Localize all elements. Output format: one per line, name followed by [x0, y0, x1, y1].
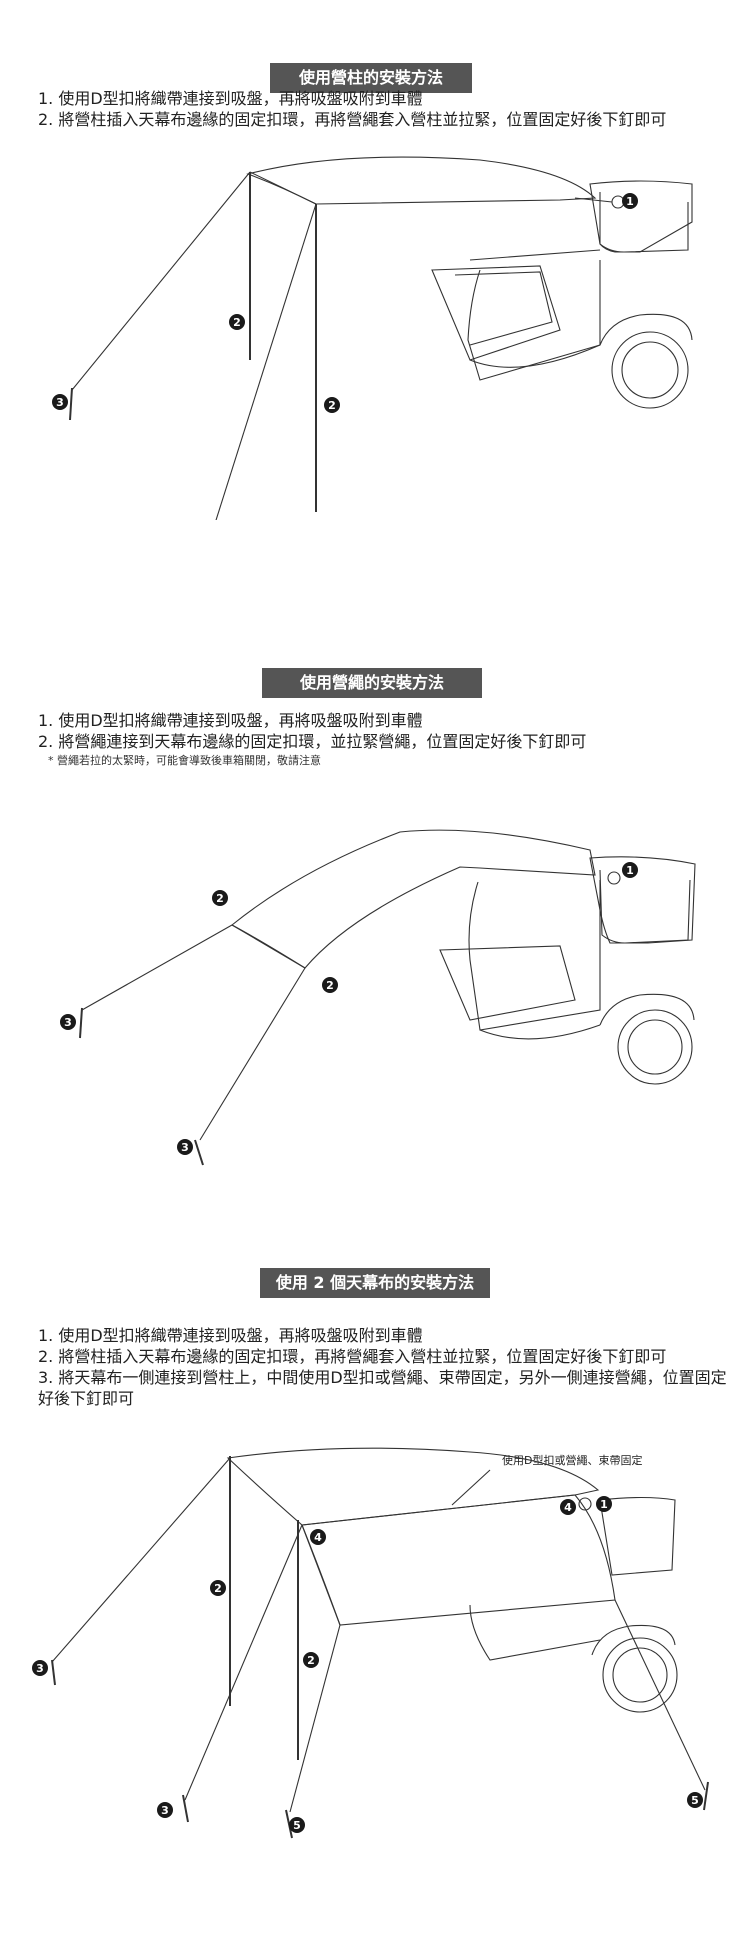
instruction-step: 2. 將營柱插入天幕布邊緣的固定扣環，再將營繩套入營柱並拉緊，位置固定好後下釘即… [38, 1347, 667, 1366]
car-outline [589, 180, 693, 253]
instruction-step: 3. 將天幕布一側連接到營柱上，中間使用D型扣或營繩、束帶固定，另外一側連接營繩… [38, 1368, 727, 1408]
instruction-step: 2. 將營繩連接到天幕布邊緣的固定扣環，並拉緊營繩，位置固定好後下釘即可 [38, 732, 587, 751]
double-tarp-diagram: 使用D型扣或營繩、束帶固定 1 2 2 3 3 [32, 1447, 709, 1839]
svg-text:4: 4 [314, 1531, 322, 1544]
canopy-outline [246, 156, 597, 205]
svg-text:3: 3 [161, 1804, 169, 1817]
instruction-list: 1. 使用D型扣將織帶連接到吸盤，再將吸盤吸附到車體 2. 將營柱插入天幕布邊緣… [38, 1325, 738, 1409]
section-title: 使用 2 個天幕布的安裝方法 [260, 1268, 490, 1298]
callout-marker: 3 [32, 1660, 48, 1676]
canopy-outline [231, 829, 596, 969]
instruction-step: 1. 使用D型扣將織帶連接到吸盤，再將吸盤吸附到車體 [38, 89, 423, 108]
svg-text:3: 3 [181, 1141, 189, 1154]
svg-text:2: 2 [307, 1654, 315, 1667]
callout-marker: 4 [310, 1529, 326, 1545]
callout-marker: 5 [289, 1817, 305, 1833]
canopy-outline [226, 1447, 600, 1526]
callout-marker: 3 [157, 1802, 173, 1818]
section-title: 使用營繩的安裝方法 [262, 668, 482, 698]
svg-text:4: 4 [564, 1501, 572, 1514]
instruction-step: 2. 將營柱插入天幕布邊緣的固定扣環，再將營繩套入營柱並拉緊，位置固定好後下釘即… [38, 110, 667, 129]
svg-text:2: 2 [214, 1582, 222, 1595]
svg-text:2: 2 [216, 892, 224, 905]
instruction-step: 1. 使用D型扣將織帶連接到吸盤，再將吸盤吸附到車體 [38, 1326, 423, 1345]
callout-marker: 2 [324, 397, 340, 413]
section-title: 使用營柱的安裝方法 [270, 63, 472, 93]
svg-text:5: 5 [691, 1794, 699, 1807]
callout-marker: 3 [177, 1139, 193, 1155]
svg-text:2: 2 [233, 316, 241, 329]
rope-setup-diagram: 1 2 2 3 3 [60, 829, 696, 1166]
callout-label: 使用D型扣或營繩、束帶固定 [502, 1453, 642, 1467]
warning-note: * 營繩若拉的太緊時，可能會導致後車箱關閉，敬請注意 [48, 754, 321, 767]
callout-marker: 2 [210, 1580, 226, 1596]
callout-marker: 2 [212, 890, 228, 906]
callout-marker: 1 [596, 1496, 612, 1512]
svg-text:1: 1 [600, 1498, 608, 1511]
svg-text:1: 1 [626, 195, 634, 208]
svg-text:3: 3 [64, 1016, 72, 1029]
svg-text:2: 2 [326, 979, 334, 992]
svg-text:3: 3 [56, 396, 64, 409]
svg-text:5: 5 [293, 1819, 301, 1832]
svg-text:2: 2 [328, 399, 336, 412]
callout-marker: 2 [229, 314, 245, 330]
callout-marker: 3 [60, 1014, 76, 1030]
callout-marker: 2 [303, 1652, 319, 1668]
callout-marker: 3 [52, 394, 68, 410]
instruction-list: 1. 使用D型扣將織帶連接到吸盤，再將吸盤吸附到車體 2. 將營繩連接到天幕布邊… [38, 710, 738, 770]
instruction-list: 1. 使用D型扣將織帶連接到吸盤，再將吸盤吸附到車體 2. 將營柱插入天幕布邊緣… [38, 88, 738, 130]
callout-marker: 1 [622, 193, 638, 209]
callout-marker: 1 [622, 862, 638, 878]
callout-marker: 4 [560, 1499, 576, 1515]
callout-marker: 5 [687, 1792, 703, 1808]
pole-setup-diagram: 1 2 2 3 3 [52, 156, 693, 520]
svg-text:1: 1 [626, 864, 634, 877]
svg-text:3: 3 [36, 1662, 44, 1675]
instruction-step: 1. 使用D型扣將織帶連接到吸盤，再將吸盤吸附到車體 [38, 711, 423, 730]
callout-marker: 2 [322, 977, 338, 993]
